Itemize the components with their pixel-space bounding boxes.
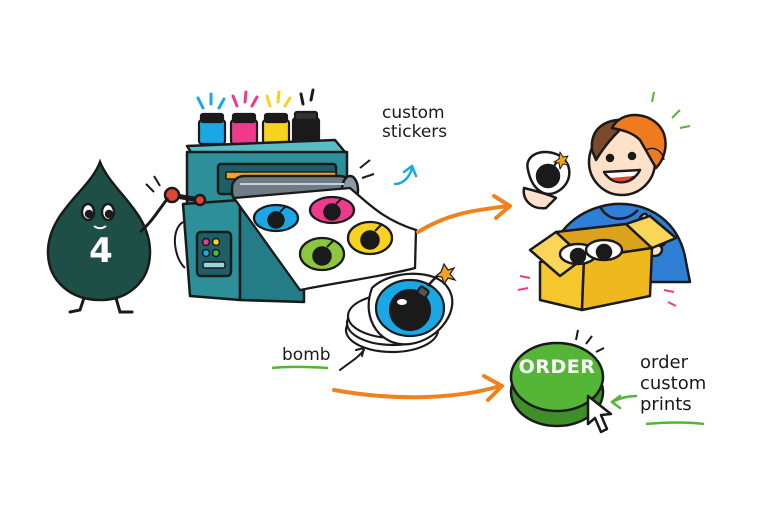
mascot-ink-drop (46, 158, 170, 314)
ink-splash-icon (196, 88, 315, 110)
sticker-stack (344, 262, 457, 354)
ink-bottle-cyan (197, 118, 227, 146)
custom-stickers-line2: stickers (382, 122, 448, 142)
ink-cap-magenta (231, 112, 257, 124)
bomb-label: bomb (282, 345, 331, 365)
sticker-box (517, 91, 691, 312)
bomb-icon (267, 197, 382, 266)
ink-bottle-magenta (229, 118, 259, 146)
order-button-top (509, 341, 605, 413)
fuse-spark (434, 262, 457, 286)
order-button-graphic (509, 329, 605, 428)
order-button[interactable]: ORDER (518, 356, 596, 378)
arrow-to-order (332, 384, 502, 400)
box-front-right (580, 246, 654, 312)
order-custom-prints-label: order custom prints (640, 352, 706, 415)
arrow-to-customer (416, 204, 510, 234)
order-label-line1: order (640, 352, 688, 373)
customer-left-hand (522, 186, 558, 210)
cursor-icon (586, 394, 613, 434)
arrow-bomb-label (339, 349, 365, 371)
ink-cap-black (293, 110, 319, 122)
order-label-line2: custom (640, 373, 707, 394)
prints-underline (645, 421, 705, 426)
ink-bottles (197, 110, 321, 146)
mascot-number: 4 (89, 231, 113, 271)
hat (610, 113, 667, 170)
arrows (332, 164, 638, 410)
box-flap-right (624, 214, 678, 250)
ink-bottle-yellow (261, 118, 291, 146)
custom-stickers-label: custom stickers (382, 104, 447, 142)
bomb-underline (271, 365, 329, 370)
ink-cap-cyan (199, 112, 225, 124)
custom-stickers-line1: custom (382, 103, 445, 123)
ink-cap-yellow (263, 112, 289, 124)
arrow-custom-label (393, 166, 414, 186)
order-label-line3: prints (640, 394, 692, 415)
